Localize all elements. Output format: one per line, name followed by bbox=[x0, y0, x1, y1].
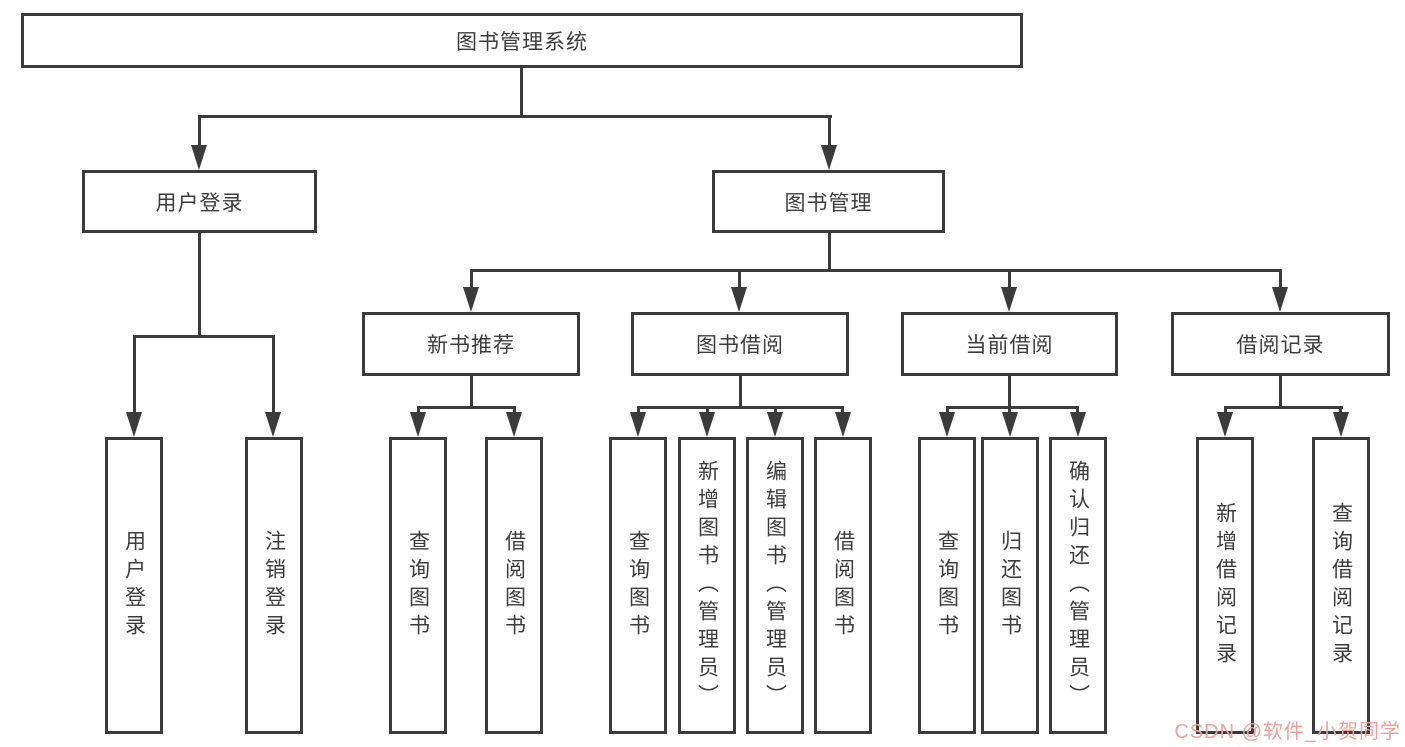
arrowhead-down-icon bbox=[1001, 287, 1017, 312]
leaf-newbook-borrow-books: 借阅图书 bbox=[485, 437, 543, 734]
connector-stem bbox=[1339, 406, 1342, 415]
leaf-current-return-books: 归还图书 bbox=[981, 437, 1039, 734]
node-borrowing-records-label: 借阅记录 bbox=[1236, 334, 1325, 357]
leaf-records-query-record: 查询借阅记录 bbox=[1312, 437, 1370, 734]
arrowhead-down-icon bbox=[463, 287, 479, 312]
leaf-user-login-label: 用户登录 bbox=[122, 529, 146, 642]
node-current-borrowing: 当前借阅 bbox=[901, 312, 1118, 376]
leaf-borrowing-edit-books-admin: 编辑图书（管理员） bbox=[746, 437, 804, 734]
node-current-borrowing-label: 当前借阅 bbox=[965, 334, 1054, 357]
node-new-book-recommend-label: 新书推荐 bbox=[427, 334, 515, 357]
connector-stem bbox=[513, 406, 516, 415]
leaf-logout-label: 注销登录 bbox=[262, 529, 286, 642]
arrowhead-down-icon bbox=[1070, 412, 1086, 437]
node-book-borrowing: 图书借阅 bbox=[631, 312, 849, 376]
connector-vline bbox=[470, 376, 473, 409]
connector-stem bbox=[1076, 406, 1079, 415]
node-user-login: 用户登录 bbox=[82, 170, 317, 233]
connector-vline bbox=[739, 376, 742, 409]
node-root-label: 图书管理系统 bbox=[456, 30, 588, 54]
leaf-current-query-books: 查询图书 bbox=[918, 437, 976, 734]
arrowhead-down-icon bbox=[410, 412, 426, 437]
leaf-newbook-borrow-books-label: 借阅图书 bbox=[502, 529, 526, 642]
arrowhead-down-icon bbox=[630, 412, 646, 437]
node-user-login-label: 用户登录 bbox=[155, 191, 244, 215]
connector-vline bbox=[1008, 376, 1011, 409]
node-borrowing-records: 借阅记录 bbox=[1171, 312, 1390, 376]
connector-stem bbox=[198, 115, 201, 148]
connector-stem bbox=[1279, 269, 1282, 290]
connector-stem bbox=[706, 406, 709, 415]
connector-stem bbox=[828, 115, 831, 148]
leaf-user-login: 用户登录 bbox=[105, 437, 163, 734]
node-root: 图书管理系统 bbox=[21, 13, 1023, 68]
connector-stem bbox=[774, 406, 777, 415]
leaf-newbook-query-books-label: 查询图书 bbox=[406, 529, 430, 642]
connector-stem bbox=[1008, 269, 1011, 290]
leaf-borrowing-edit-books-admin-label: 编辑图书（管理员） bbox=[763, 459, 787, 712]
leaf-logout: 注销登录 bbox=[245, 437, 303, 734]
connector-stem bbox=[946, 406, 949, 415]
connector-stem bbox=[841, 406, 844, 415]
arrowhead-down-icon bbox=[506, 412, 522, 437]
arrowhead-down-icon bbox=[265, 412, 281, 437]
connector-hline bbox=[470, 269, 1282, 272]
connector-stem bbox=[637, 406, 640, 415]
leaf-borrowing-query-books: 查询图书 bbox=[609, 437, 667, 734]
connector-hline bbox=[946, 406, 1079, 409]
connector-stem bbox=[417, 406, 420, 415]
connector-stem bbox=[1008, 406, 1011, 415]
arrowhead-down-icon bbox=[126, 412, 142, 437]
node-book-management-label: 图书管理 bbox=[784, 191, 873, 215]
arrowhead-down-icon bbox=[699, 412, 715, 437]
leaf-current-confirm-return-admin-label: 确认归还（管理员） bbox=[1066, 459, 1090, 712]
connector-vline bbox=[1279, 376, 1282, 409]
connector-hline bbox=[198, 115, 832, 118]
connector-vline bbox=[828, 233, 831, 272]
leaf-borrowing-query-books-label: 查询图书 bbox=[626, 529, 650, 642]
leaf-borrowing-borrow-books-label: 借阅图书 bbox=[831, 529, 855, 642]
arrowhead-down-icon bbox=[835, 412, 851, 437]
leaf-borrowing-add-books-admin-label: 新增图书（管理员） bbox=[695, 459, 719, 712]
arrowhead-down-icon bbox=[821, 145, 837, 170]
leaf-records-add-record: 新增借阅记录 bbox=[1196, 437, 1254, 734]
arrowhead-down-icon bbox=[191, 145, 207, 170]
leaf-newbook-query-books: 查询图书 bbox=[389, 437, 447, 734]
leaf-current-query-books-label: 查询图书 bbox=[935, 529, 959, 642]
arrowhead-down-icon bbox=[939, 412, 955, 437]
connector-stem bbox=[1224, 406, 1227, 415]
connector-hline bbox=[133, 335, 275, 338]
connector-stem bbox=[470, 269, 473, 290]
arrowhead-down-icon bbox=[1002, 412, 1018, 437]
leaf-borrowing-borrow-books: 借阅图书 bbox=[814, 437, 872, 734]
leaf-current-return-books-label: 归还图书 bbox=[998, 529, 1022, 642]
connector-hline bbox=[1224, 406, 1343, 409]
leaf-borrowing-add-books-admin: 新增图书（管理员） bbox=[678, 437, 736, 734]
connector-stem bbox=[738, 269, 741, 290]
connector-vline bbox=[198, 233, 201, 337]
connector-stem bbox=[272, 335, 275, 415]
leaf-records-query-record-label: 查询借阅记录 bbox=[1329, 501, 1353, 670]
connector-hline bbox=[417, 406, 516, 409]
node-new-book-recommend: 新书推荐 bbox=[362, 312, 580, 376]
csdn-watermark: CSDN @软件_小贺同学 bbox=[1174, 721, 1401, 743]
node-book-borrowing-label: 图书借阅 bbox=[696, 334, 784, 357]
connector-stem bbox=[133, 335, 136, 415]
connector-hline bbox=[637, 406, 844, 409]
arrowhead-down-icon bbox=[1333, 412, 1349, 437]
arrowhead-down-icon bbox=[767, 412, 783, 437]
arrowhead-down-icon bbox=[731, 287, 747, 312]
node-book-management: 图书管理 bbox=[712, 170, 945, 233]
leaf-current-confirm-return-admin: 确认归还（管理员） bbox=[1049, 437, 1107, 734]
arrowhead-down-icon bbox=[1272, 287, 1288, 312]
connector-vline bbox=[520, 68, 523, 117]
arrowhead-down-icon bbox=[1217, 412, 1233, 437]
leaf-records-add-record-label: 新增借阅记录 bbox=[1213, 501, 1237, 670]
